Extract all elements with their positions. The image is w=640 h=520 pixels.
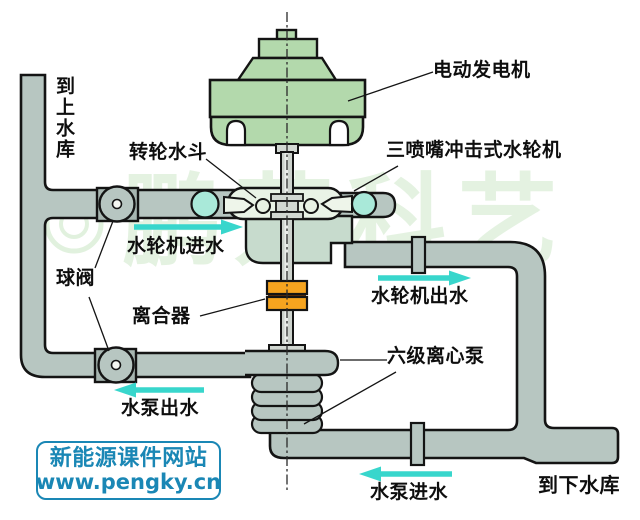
nozzle-ball-right: [350, 190, 378, 218]
label-pump-inlet: 水泵进水: [370, 481, 449, 503]
flow-arrows: [114, 219, 471, 482]
pengky-logo: 新能源课件网站 www.pengky.cn: [36, 441, 221, 500]
label-turbine-inlet: 水轮机进水: [127, 235, 225, 257]
leader-runner-bucket: [205, 158, 257, 199]
leader-three-nozzle: [353, 165, 399, 192]
leader-motor-generator: [347, 71, 434, 102]
outlet-pipe-flange: [410, 235, 427, 275]
label-three-nozzle-turbine: 三喷嘴冲击式水轮机: [386, 139, 562, 161]
label-ball-valve: 球阀: [56, 267, 96, 289]
leader-clutch: [199, 298, 266, 317]
bottom-pipe-flange: [409, 421, 426, 467]
leader-ball-valve-upper: [94, 220, 114, 269]
turbine-casing-pedestal: [244, 214, 354, 265]
penstock-pipe-left: [19, 73, 252, 379]
nozzle-ball-left: [190, 189, 220, 219]
leader-ball-valve-lower: [88, 296, 110, 352]
runner-bucket-right: [303, 198, 319, 214]
label-motor-generator: 电动发电机: [433, 59, 531, 81]
label-to-lower-reservoir: 到下水库: [538, 473, 620, 497]
label-turbine-outlet: 水轮机出水: [371, 285, 469, 307]
generator-arch-left: [225, 119, 247, 147]
ball-valve-lower: [93, 346, 138, 384]
leader-lines: [88, 71, 434, 425]
leader-pump-2: [303, 371, 397, 425]
label-six-stage-pump: 六级离心泵: [387, 345, 485, 367]
label-clutch: 离合器: [132, 305, 191, 327]
generator-arch-right: [328, 119, 350, 147]
logo-site-name: 新能源课件网站: [49, 445, 208, 471]
label-to-upper-reservoir: 到上水库: [53, 76, 75, 160]
label-pump-outlet: 水泵出水: [121, 397, 200, 419]
runner-bucket-left: [255, 198, 271, 214]
label-runner-bucket: 转轮水斗: [129, 141, 208, 163]
ball-valve-upper: [95, 185, 140, 223]
tailrace-pipe-right: [268, 240, 620, 465]
nozzle-left: [223, 195, 255, 215]
pump-discharge-barrel: [245, 349, 340, 377]
nozzle-right: [320, 194, 353, 214]
logo-url: www.pengky.cn: [35, 470, 222, 495]
